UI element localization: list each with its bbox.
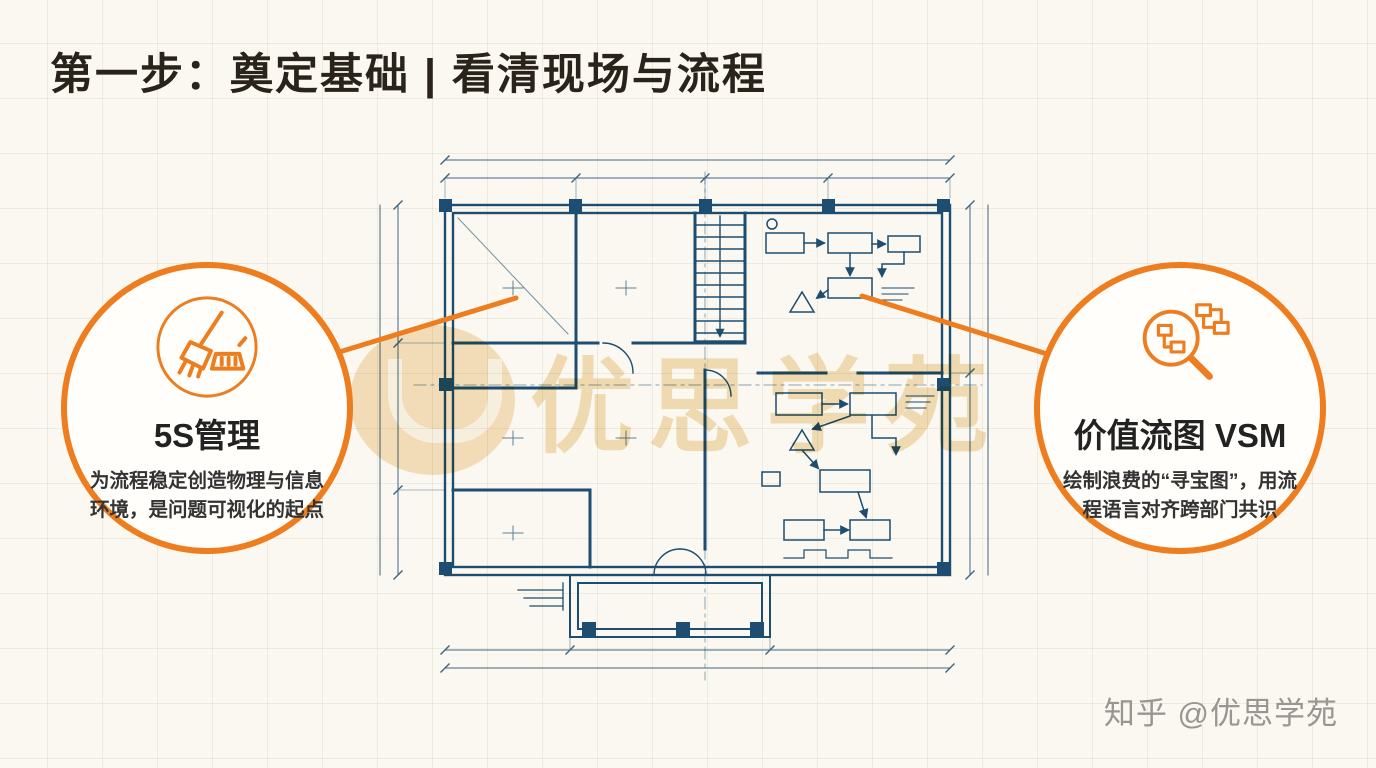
callout-5s-description: 为流程稳定创造物理与信息环境，是问题可视化的起点 [89, 469, 324, 521]
callout-5s-title: 5S管理 [153, 416, 261, 454]
callout-5s: 5S管理 为流程稳定创造物理与信息环境，是问题可视化的起点 [61, 262, 353, 554]
magnifier-flowchart-icon [1126, 291, 1234, 403]
callout-vsm-description: 绘制浪费的“寻宝图”，用流程语言对齐跨部门共识 [1062, 469, 1297, 521]
callout-vsm-title: 价值流图 VSM [1073, 416, 1287, 454]
center-watermark: 优思学苑 [530, 350, 1003, 466]
broom-icon [153, 291, 261, 403]
watermark-logo-icon [350, 325, 515, 475]
slide-title: 第一步：奠定基础 | 看清现场与流程 [50, 51, 767, 99]
callout-vsm: 价值流图 VSM 绘制浪费的“寻宝图”，用流程语言对齐跨部门共识 [1034, 262, 1326, 554]
footer-watermark: 知乎 @优思学苑 [1103, 696, 1338, 731]
